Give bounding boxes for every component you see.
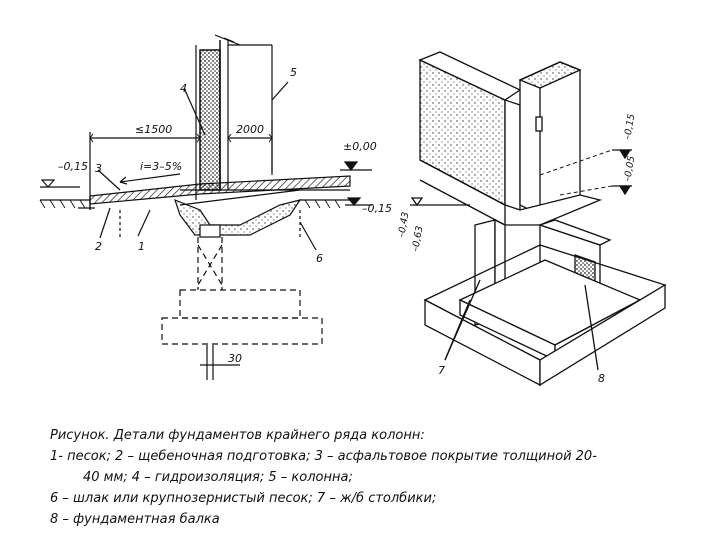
level-d: –0,63	[410, 225, 425, 252]
callout-8: 8	[598, 372, 605, 385]
callout-1: 1	[138, 240, 145, 253]
axonometric-view	[410, 51, 667, 387]
caption-line-2: 6 – шлак или крупнозернистый песок; 7 – …	[50, 491, 437, 506]
foundation-detail-drawing: 1 2 3 4 5 6 ≤1500 2000 i=3–5% 30 –0,15 ±…	[39, 34, 667, 387]
level-c: –0,43	[396, 211, 411, 238]
callout-4: 4	[180, 82, 187, 95]
callout-5: 5	[290, 66, 297, 79]
wall-insulation	[199, 49, 221, 191]
dim-width-right: 2000	[236, 123, 264, 136]
callout-2: 2	[95, 240, 102, 253]
dim-bottom: 30	[228, 352, 242, 365]
level-a: –0,15	[622, 113, 637, 140]
level-top: ±0,00	[343, 140, 377, 153]
slag-fill	[174, 198, 302, 236]
dim-slope: i=3–5%	[140, 160, 182, 173]
section-view	[39, 34, 372, 380]
caption-line-3: 8 – фундаментная балка	[50, 512, 220, 527]
level-left: –0,15	[58, 160, 88, 173]
column	[519, 61, 581, 216]
caption-title: Рисунок. Детали фундаментов крайнего ряд…	[50, 428, 425, 443]
callout-7: 7	[438, 364, 445, 377]
level-b: –0,05	[622, 155, 637, 182]
level-right: –0,15	[362, 202, 392, 215]
callout-3: 3	[95, 162, 102, 175]
caption-line-1b: 40 мм; 4 – гидроизоляция; 5 – колонна;	[83, 470, 353, 485]
dim-width-left: ≤1500	[135, 123, 172, 136]
figure-caption: Рисунок. Детали фундаментов крайнего ряд…	[50, 425, 700, 530]
callout-6: 6	[316, 252, 323, 265]
caption-line-1a: 1- песок; 2 – щебеночная подготовка; 3 –…	[50, 449, 597, 464]
